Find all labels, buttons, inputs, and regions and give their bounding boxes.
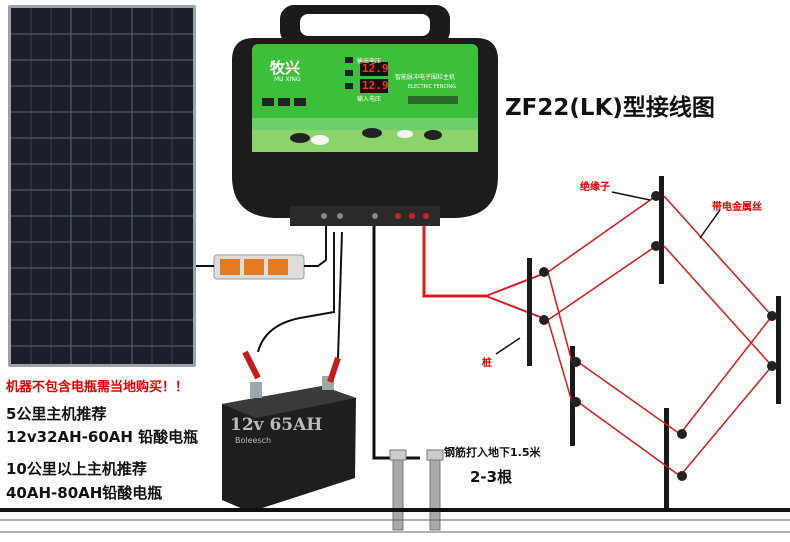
battery-warning: 机器不包含电瓶需当地购买！！ [6,380,189,395]
solar-panel [8,5,196,367]
battery [222,376,356,512]
brand-en: MU XING [274,76,301,83]
brand-logo: 牧兴 [270,59,301,77]
display-bottom-value: 12.9 [362,79,389,92]
fence-posts [527,176,781,508]
live-wire-label: 带电金属丝 [712,202,762,213]
battery-brand: Boleesch [235,436,272,445]
black-clamp [327,357,341,383]
rebar-count-label: 2-3根 [470,468,513,486]
recommend-10km-title: 10公里以上主机推荐 [6,460,147,478]
live-wires [547,195,773,477]
recommend-5km-spec: 12v32AH-60AH 铅酸电瓶 [6,428,199,446]
display-top-label: 输出电压 [357,58,382,65]
display-top-value: 12.9 [362,62,389,75]
recommend-5km-title: 5公里主机推荐 [6,405,107,423]
battery-voltage: 12v 65AH [230,415,323,435]
model-cn: 智能脉冲电子围栏主机 [395,74,456,81]
ground-rods [389,449,444,531]
fence-energizer [232,5,498,226]
recommend-10km-spec: 40AH-80AH铅酸电瓶 [6,484,163,502]
red-clamp [242,350,261,380]
post-label: 桩 [482,358,492,369]
model-en: ELECTRIC FENCING [408,84,457,90]
insulator-label: 绝缘子 [580,182,610,193]
panel-connector [213,254,305,280]
rebar-depth-label: 钢筋打入地下1.5米 [444,446,541,459]
diagram-title: ZF22(LK)型接线图 [505,95,715,121]
display-bottom-label: 输入电压 [357,96,382,103]
insulators [539,191,777,481]
